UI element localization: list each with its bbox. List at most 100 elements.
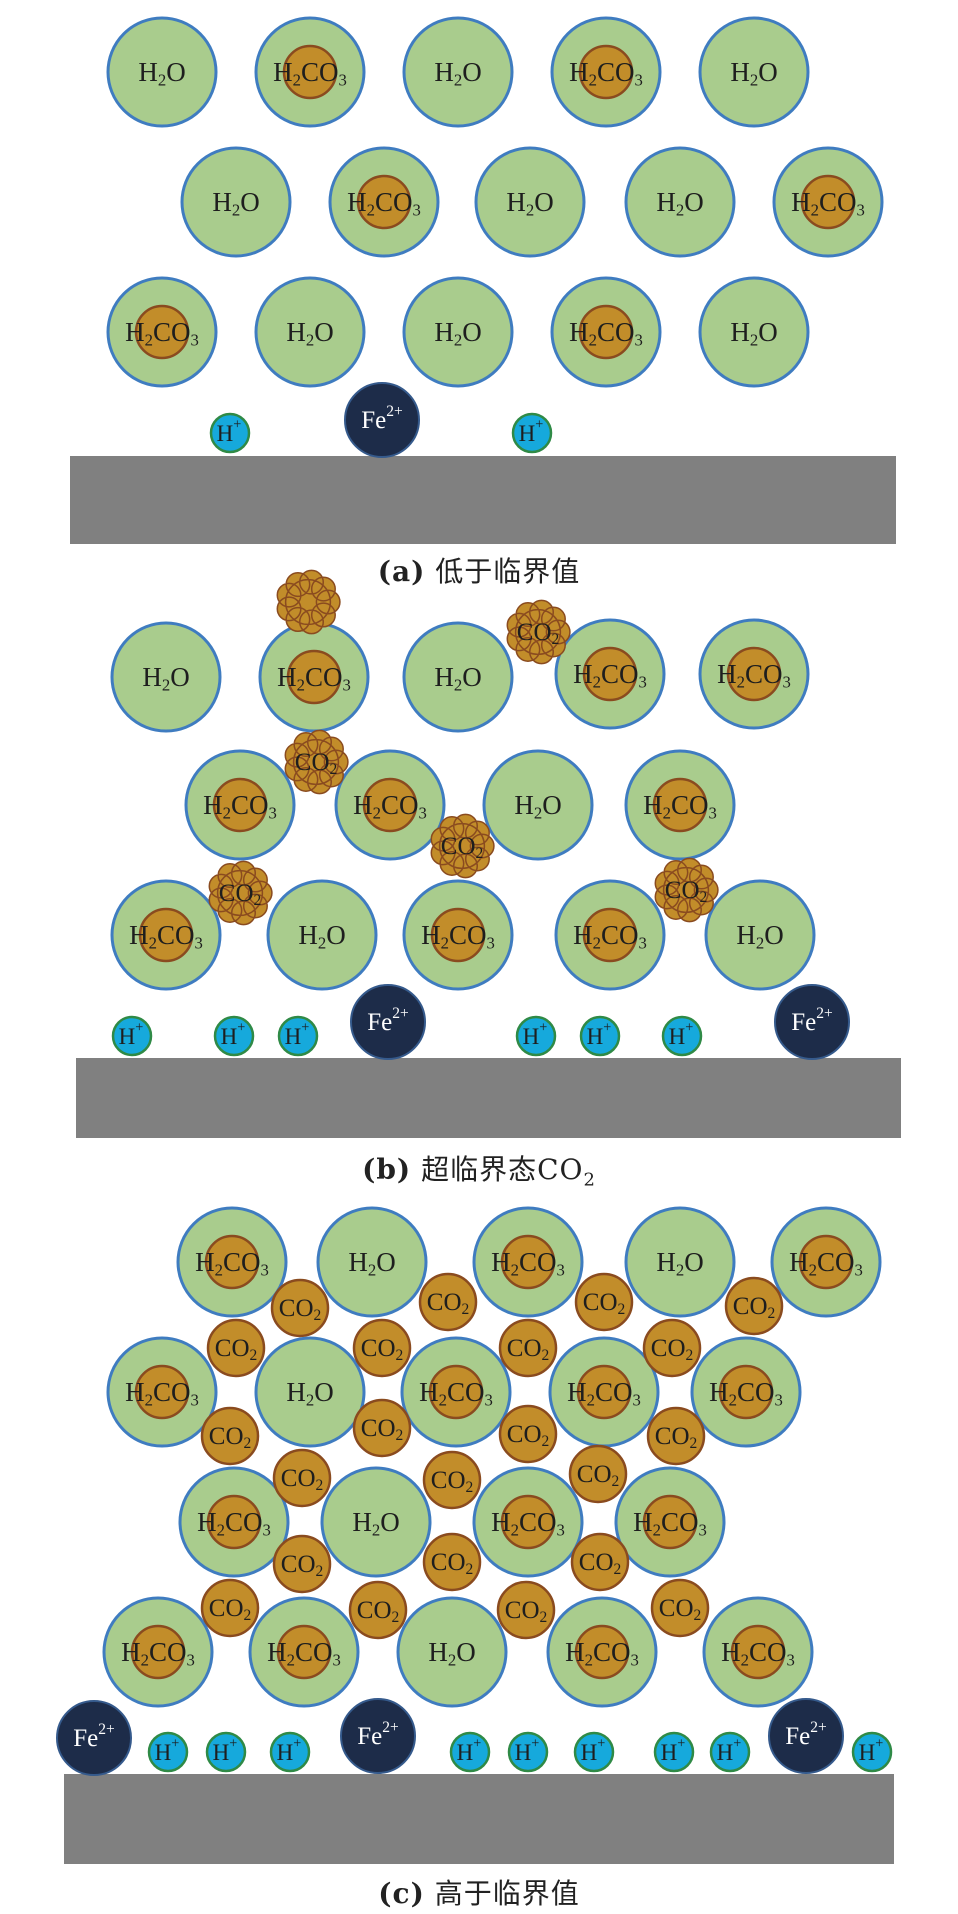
co2-ball — [646, 1406, 706, 1466]
h2o-label: H2O — [730, 57, 777, 89]
carbonic-core — [574, 1624, 630, 1680]
carbonic-core — [578, 304, 634, 360]
co2-label: CO2 — [361, 1335, 404, 1364]
co2-ball — [496, 1580, 556, 1640]
co2-molecule: CO2 — [496, 1580, 556, 1640]
h2o-label: H2O — [434, 317, 481, 349]
h2o-label: H2O — [138, 57, 185, 89]
fe2-ion: Fe2+ — [350, 984, 426, 1060]
caption-c-tag: (c) — [378, 1877, 425, 1910]
carbonic-core — [652, 777, 708, 833]
steel-surface — [64, 1774, 894, 1864]
carbonic-core — [134, 1364, 190, 1420]
h2co3-molecule: H2CO3 — [106, 276, 218, 388]
h2o-molecule: H2O — [624, 1206, 736, 1318]
co2-molecule: CO2 — [650, 1578, 710, 1638]
h-plus-ion: H+ — [661, 1015, 703, 1057]
h-plus-ion-circle — [653, 1731, 695, 1773]
h2co3-molecule: H2CO3 — [106, 1336, 218, 1448]
co2-label: CO2 — [517, 619, 560, 648]
h-plus-label: H+ — [859, 1736, 884, 1765]
co2-label: CO2 — [507, 1421, 550, 1450]
co2-label: CO2 — [507, 1335, 550, 1364]
h-plus-label: H+ — [661, 1736, 686, 1765]
h2o-label: H2O — [656, 187, 703, 219]
h2o-molecule: H2O — [704, 879, 816, 991]
caption-b-subscript: 2 — [583, 1169, 596, 1191]
co2-label: CO2 — [441, 833, 484, 862]
fe2-ion-circle — [350, 984, 426, 1060]
fe2-label: Fe2+ — [361, 403, 403, 434]
h2co3-label: H2CO3 — [491, 1507, 565, 1539]
co2-molecule: CO2 — [570, 1532, 630, 1592]
h-plus-ion-circle — [277, 1015, 319, 1057]
co2-label: CO2 — [583, 1289, 626, 1318]
carbonic-core — [582, 646, 638, 702]
h-plus-ion: H+ — [111, 1015, 153, 1057]
carbonic-core — [276, 1624, 332, 1680]
h-plus-ion: H+ — [709, 1731, 751, 1773]
h2co3-molecule: H2CO3 — [328, 146, 440, 258]
h2o-label: H2O — [298, 920, 345, 952]
h2o-label: H2O — [428, 1637, 475, 1669]
h-plus-ion: H+ — [147, 1731, 189, 1773]
co2-molecule: CO2 — [352, 1318, 412, 1378]
h2co3-molecule: H2CO3 — [550, 276, 662, 388]
co2-label: CO2 — [651, 1335, 694, 1364]
h2co3-label: H2CO3 — [121, 1637, 195, 1669]
co2-ball — [352, 1318, 412, 1378]
carbonic-core — [642, 1494, 698, 1550]
co2-molecule: CO2 — [418, 1272, 478, 1332]
co2-ball — [568, 1444, 628, 1504]
water-shell — [106, 16, 218, 128]
h-plus-ion: H+ — [269, 1731, 311, 1773]
h2co3-molecule: H2CO3 — [624, 749, 736, 861]
h2o-molecule: H2O — [110, 621, 222, 733]
h2o-molecule: H2O — [698, 276, 810, 388]
water-shell — [316, 1206, 428, 1318]
h2co3-molecule: H2CO3 — [702, 1596, 814, 1708]
co2-ball — [498, 1318, 558, 1378]
co2-label: CO2 — [655, 1423, 698, 1452]
co2-molecule: CO2 — [422, 1450, 482, 1510]
h2co3-label: H2CO3 — [419, 1377, 493, 1409]
h-plus-ion: H+ — [851, 1731, 893, 1773]
h2co3-label: H2CO3 — [421, 920, 495, 952]
co2-ball — [200, 1578, 260, 1638]
co2-label: CO2 — [295, 749, 338, 778]
caption-c: (c) 高于临界值 — [0, 1872, 958, 1912]
carbonic-core — [578, 44, 634, 100]
fe2-ion-circle — [768, 1698, 844, 1774]
h2co3-molecule: H2CO3 — [254, 16, 366, 128]
h-plus-ion-circle — [147, 1731, 189, 1773]
carbonic-core — [282, 44, 338, 100]
h2o-label: H2O — [656, 1247, 703, 1279]
h2co3-molecule: H2CO3 — [402, 879, 514, 991]
h2o-molecule: H2O — [402, 16, 514, 128]
co2-label: CO2 — [665, 877, 708, 906]
co2-cluster: CO2 — [654, 857, 719, 923]
h2co3-molecule: H2CO3 — [698, 618, 810, 730]
co2-molecule: CO2 — [498, 1404, 558, 1464]
h2co3-molecule: H2CO3 — [770, 1206, 882, 1318]
water-shell — [482, 749, 594, 861]
fe2-ion: Fe2+ — [344, 382, 420, 458]
h-plus-label: H+ — [119, 1020, 144, 1049]
h-plus-ion-circle — [573, 1731, 615, 1773]
h-plus-label: H+ — [519, 417, 544, 446]
water-shell — [624, 146, 736, 258]
co2-label: CO2 — [279, 1295, 322, 1324]
h2co3-label: H2CO3 — [347, 187, 421, 219]
h2o-molecule: H2O — [624, 146, 736, 258]
fe2-ion: Fe2+ — [768, 1698, 844, 1774]
h-plus-label: H+ — [217, 417, 242, 446]
h-plus-ion-circle — [661, 1015, 703, 1057]
h-plus-ion: H+ — [515, 1015, 557, 1057]
h2o-molecule: H2O — [266, 879, 378, 991]
carbonic-core — [798, 1234, 854, 1290]
h2o-molecule: H2O — [254, 1336, 366, 1448]
steel-surface — [70, 456, 896, 544]
water-shell — [180, 146, 292, 258]
h2co3-label: H2CO3 — [717, 659, 791, 691]
fe2-label: Fe2+ — [73, 1721, 115, 1752]
